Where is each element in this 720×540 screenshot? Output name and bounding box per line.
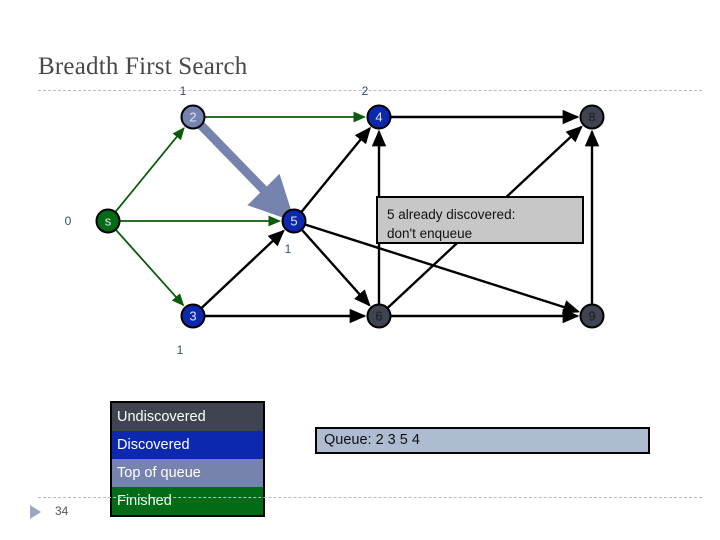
graph-edge (304, 223, 581, 314)
node-label: 2 (189, 110, 196, 125)
graph-edge (114, 127, 185, 213)
node-circle (366, 303, 392, 329)
node-label: s (105, 214, 112, 229)
node-circle (366, 104, 392, 130)
highlight-arrow (192, 116, 295, 222)
graph-edge (114, 228, 185, 307)
queue-box: Queue: 2 3 5 4 (315, 427, 650, 454)
node-distance-s: 0 (64, 214, 72, 228)
node-circle (95, 208, 121, 234)
callout-line-2: don't enqueue (387, 226, 473, 241)
node-circle (180, 303, 206, 329)
node-label: 8 (588, 110, 595, 125)
node-circle (579, 104, 605, 130)
top-divider (38, 90, 702, 91)
page-title: Breadth First Search (38, 53, 248, 80)
legend-item-top-of-queue: Top of queue (112, 459, 263, 487)
node-label: 4 (375, 110, 382, 125)
node-distance-5: 1 (284, 242, 292, 256)
page-number: 34 (55, 504, 69, 518)
graph-edge (300, 228, 371, 307)
legend-item-undiscovered: Undiscovered (112, 403, 263, 431)
node-distance-3: 1 (176, 343, 184, 357)
highlight-arrow-layer (192, 116, 295, 222)
legend-item-finished: Finished (112, 487, 263, 515)
graph-node-9[interactable]: 9 (579, 303, 605, 329)
node-label: 9 (588, 309, 595, 324)
graph-node-8[interactable]: 8 (579, 104, 605, 130)
node-label: 3 (189, 309, 196, 324)
node-circle (180, 104, 206, 130)
node-label: 6 (375, 309, 382, 324)
node-layer: s 2 3 4 5 6 8 9 (95, 104, 605, 329)
graph-node-4[interactable]: 4 (366, 104, 392, 130)
node-distance-2: 1 (179, 84, 187, 98)
node-distance-4: 2 (361, 84, 369, 98)
graph-node-s[interactable]: s (95, 208, 121, 234)
legend-item-discovered: Discovered (112, 431, 263, 459)
callout-line-1: 5 already discovered: (387, 207, 516, 222)
play-triangle-icon (30, 505, 41, 519)
graph-node-2[interactable]: 2 (180, 104, 206, 130)
node-label: 5 (290, 214, 297, 229)
graph-node-6[interactable]: 6 (366, 303, 392, 329)
bottom-divider (38, 497, 702, 498)
node-circle (579, 303, 605, 329)
graph-edge (200, 229, 285, 309)
node-circle (281, 208, 307, 234)
graph-node-5[interactable]: 5 (281, 208, 307, 234)
graph-node-3[interactable]: 3 (180, 303, 206, 329)
callout-box: 5 already discovered: don't enqueue (376, 196, 584, 244)
graph-edge (300, 126, 372, 213)
